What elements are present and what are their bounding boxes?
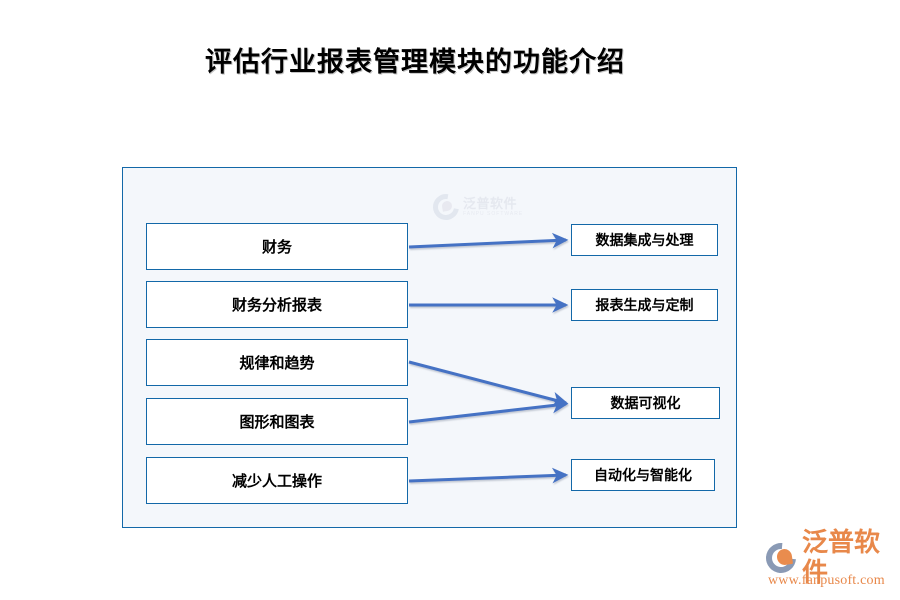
- output-box-label: 数据可视化: [610, 396, 681, 412]
- brand-logo: 泛普软件 www.fanpusoft.com: [759, 528, 894, 593]
- output-box-data-visualization[interactable]: 数据可视化: [571, 387, 720, 419]
- connector-arrows: [408, 232, 569, 484]
- output-box-label: 数据集成与处理: [595, 233, 694, 249]
- arrow-l4-r3: [408, 397, 569, 424]
- brand-url: www.fanpusoft.com: [768, 573, 885, 588]
- output-box-label: 报表生成与定制: [595, 298, 694, 314]
- output-box-automation-intelligence[interactable]: 自动化与智能化: [571, 459, 715, 491]
- input-box-label: 图形和图表: [239, 413, 315, 431]
- input-box-label: 规律和趋势: [239, 354, 315, 372]
- output-box-data-integration[interactable]: 数据集成与处理: [571, 224, 718, 256]
- page-title: 评估行业报表管理模块的功能介绍: [205, 47, 625, 77]
- output-box-label: 自动化与智能化: [594, 468, 692, 484]
- input-box-label: 减少人工操作: [231, 472, 322, 490]
- output-box-report-generation[interactable]: 报表生成与定制: [571, 289, 718, 321]
- input-box-finance[interactable]: 财务: [146, 223, 408, 270]
- input-box-graphs-and-charts[interactable]: 图形和图表: [146, 398, 408, 445]
- arrow-l1-r1: [408, 232, 569, 249]
- brand-name: 泛普软件: [802, 528, 881, 588]
- input-box-financial-analysis-report[interactable]: 财务分析报表: [146, 281, 408, 328]
- input-box-label: 财务分析报表: [231, 296, 322, 314]
- fanpu-swirl-icon: [759, 536, 803, 579]
- arrow-l5-r4: [408, 467, 569, 484]
- arrow-l3-r3: [408, 360, 569, 408]
- input-box-label: 财务: [261, 238, 292, 256]
- input-box-patterns-and-trends[interactable]: 规律和趋势: [146, 339, 408, 386]
- input-box-reduce-manual-work[interactable]: 减少人工操作: [146, 457, 408, 504]
- diagram-panel: 泛普软件 FANPU SOFTWARE 财务: [122, 167, 737, 528]
